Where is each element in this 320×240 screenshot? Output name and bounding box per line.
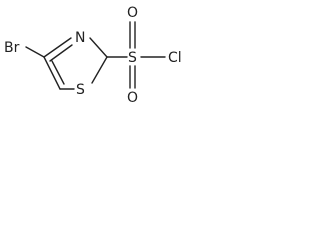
bond-c4-c5: [43, 56, 61, 90]
atom-chlorine: Cl: [168, 50, 182, 66]
bond-c4-c5-double: [51, 60, 65, 85]
atom-sulfonyl-sulfur: S: [128, 50, 137, 66]
molecule-drawing: Br N S S O O Cl: [4, 5, 182, 106]
atom-oxygen-top: O: [127, 5, 138, 21]
bond-n3-c2: [89, 37, 108, 58]
atom-ring-nitrogen: N: [75, 30, 85, 46]
bond-c4-n3-double: [49, 44, 73, 62]
bond-br-c4: [25, 46, 45, 58]
bonds: [25, 21, 166, 90]
bond-s1-c2: [91, 56, 108, 84]
bond-c4-n3: [43, 37, 72, 58]
atom-labels: Br N S S O O Cl: [4, 5, 182, 106]
atom-oxygen-bottom: O: [127, 90, 138, 106]
atom-bromine: Br: [4, 40, 20, 56]
atom-ring-sulfur: S: [76, 82, 85, 98]
structure-diagram: Br N S S O O Cl: [0, 0, 204, 106]
